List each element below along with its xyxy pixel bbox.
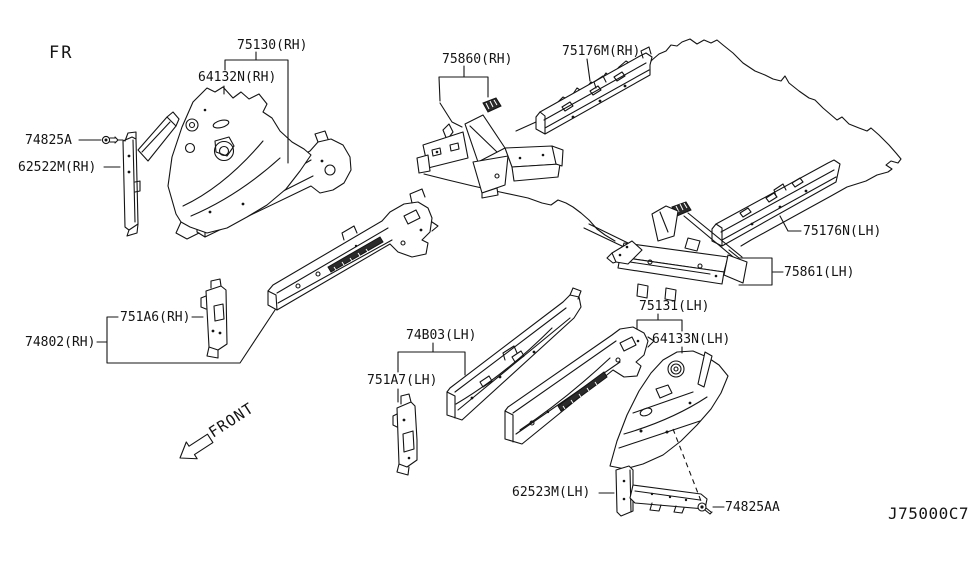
part-label-64133n: 64133N(LH) bbox=[652, 332, 731, 347]
part-label-74825aa: 74825AA bbox=[725, 500, 780, 515]
part-62522m-bracket-rh bbox=[122, 111, 180, 237]
bolt-74825a-icon bbox=[101, 135, 119, 145]
part-label-751a7: 751A7(LH) bbox=[367, 373, 438, 388]
part-label-62523m: 62523M(LH) bbox=[512, 485, 591, 500]
part-label-75861: 75861(LH) bbox=[784, 265, 855, 280]
part-75861-member-assembly-lh bbox=[606, 205, 748, 302]
fr-orientation-label: FR bbox=[49, 43, 74, 63]
part-label-75176m: 75176M(RH) bbox=[562, 44, 641, 59]
part-front-side-member-rh bbox=[267, 188, 439, 311]
part-75860-strip bbox=[482, 97, 502, 113]
part-74b03-hoodledge-member-lh bbox=[446, 287, 582, 421]
part-label-74b03: 74B03(LH) bbox=[406, 328, 477, 343]
part-64133n-wheelhouse-lh bbox=[609, 350, 729, 470]
part-75860-member-assembly-rh bbox=[416, 102, 564, 199]
part-label-75860: 75860(RH) bbox=[442, 52, 513, 67]
part-64132n-wheelhouse-rh bbox=[167, 86, 312, 240]
bolt-74825aa-icon bbox=[697, 502, 713, 515]
part-label-74802: 74802(RH) bbox=[25, 335, 96, 350]
part-75131-front-side-member-lh bbox=[504, 326, 655, 445]
leader-lines bbox=[78, 51, 802, 508]
part-label-64132n: 64132N(RH) bbox=[198, 70, 277, 85]
part-label-75131: 75131(LH) bbox=[639, 299, 710, 314]
part-label-751a6: 751A6(RH) bbox=[120, 310, 191, 325]
part-75176n-floor-member-lh bbox=[711, 159, 841, 247]
diagram-code: J75000C7 bbox=[888, 504, 970, 523]
part-label-75130: 75130(RH) bbox=[237, 38, 308, 53]
part-label-74825a: 74825A bbox=[25, 133, 72, 148]
part-751a7-bracket-lh bbox=[392, 393, 418, 476]
part-62523m-bracket-lh bbox=[615, 465, 708, 517]
front-text: FRONT bbox=[205, 399, 257, 441]
part-751a6-bracket-rh bbox=[200, 278, 228, 359]
part-75176m-floor-member-rh bbox=[535, 46, 653, 135]
part-label-62522m: 62522M(RH) bbox=[18, 160, 97, 175]
front-arrow-icon bbox=[179, 433, 214, 460]
part-label-75176n: 75176N(LH) bbox=[803, 224, 882, 239]
